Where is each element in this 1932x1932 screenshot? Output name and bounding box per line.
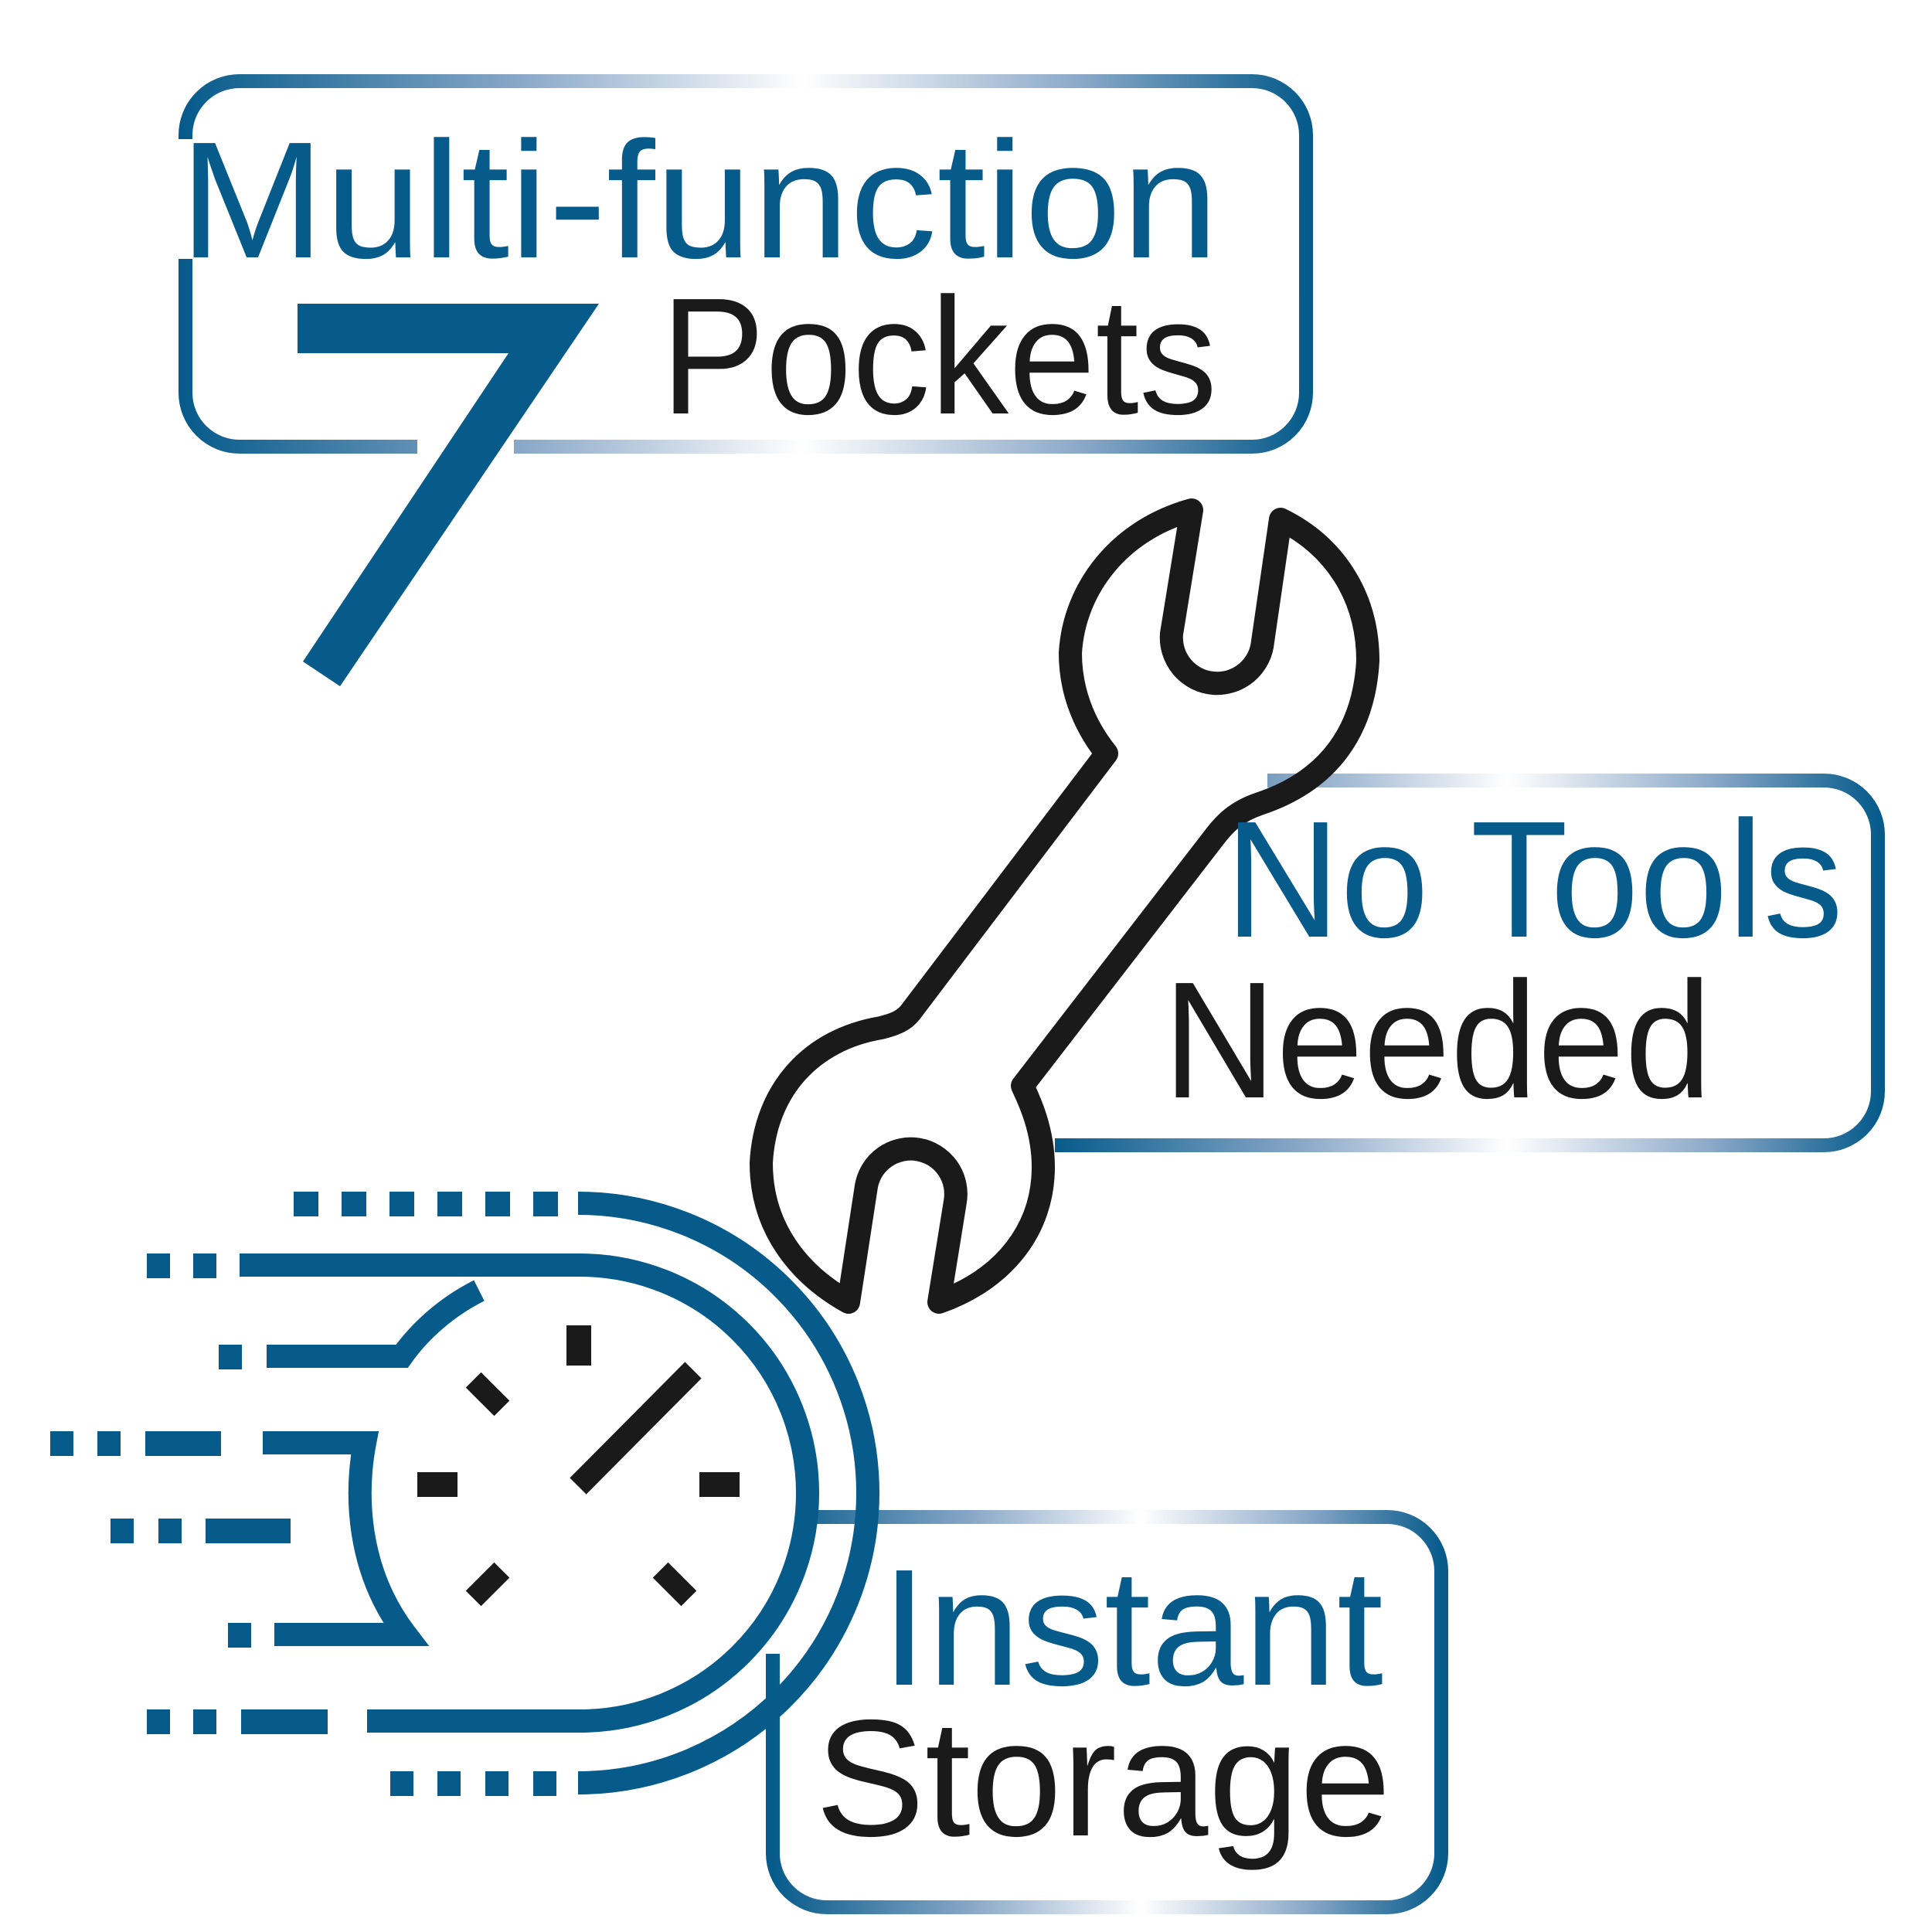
storage-heading: Instant — [881, 1534, 1383, 1720]
number-seven — [298, 304, 599, 686]
pockets-feature: Multi-function 7 Pockets — [0, 0, 1313, 686]
storage-label: Storage — [815, 1685, 1391, 1871]
pockets-count: 7 — [0, 0, 1, 1]
wrench-icon — [750, 498, 1379, 1314]
tools-feature: No Tools Needed — [750, 498, 1885, 1314]
storage-feature: Instant Storage — [50, 1192, 1448, 1914]
pockets-frame — [179, 74, 1313, 454]
pockets-heading: Multi-function — [179, 107, 1219, 293]
fast-clock-icon — [50, 1192, 879, 1796]
storage-frame — [766, 1510, 1448, 1914]
tools-frame — [1055, 774, 1885, 1152]
pockets-label: Pockets — [661, 263, 1217, 449]
tools-label: Needed — [1163, 947, 1712, 1133]
tools-heading: No Tools — [1225, 786, 1843, 972]
